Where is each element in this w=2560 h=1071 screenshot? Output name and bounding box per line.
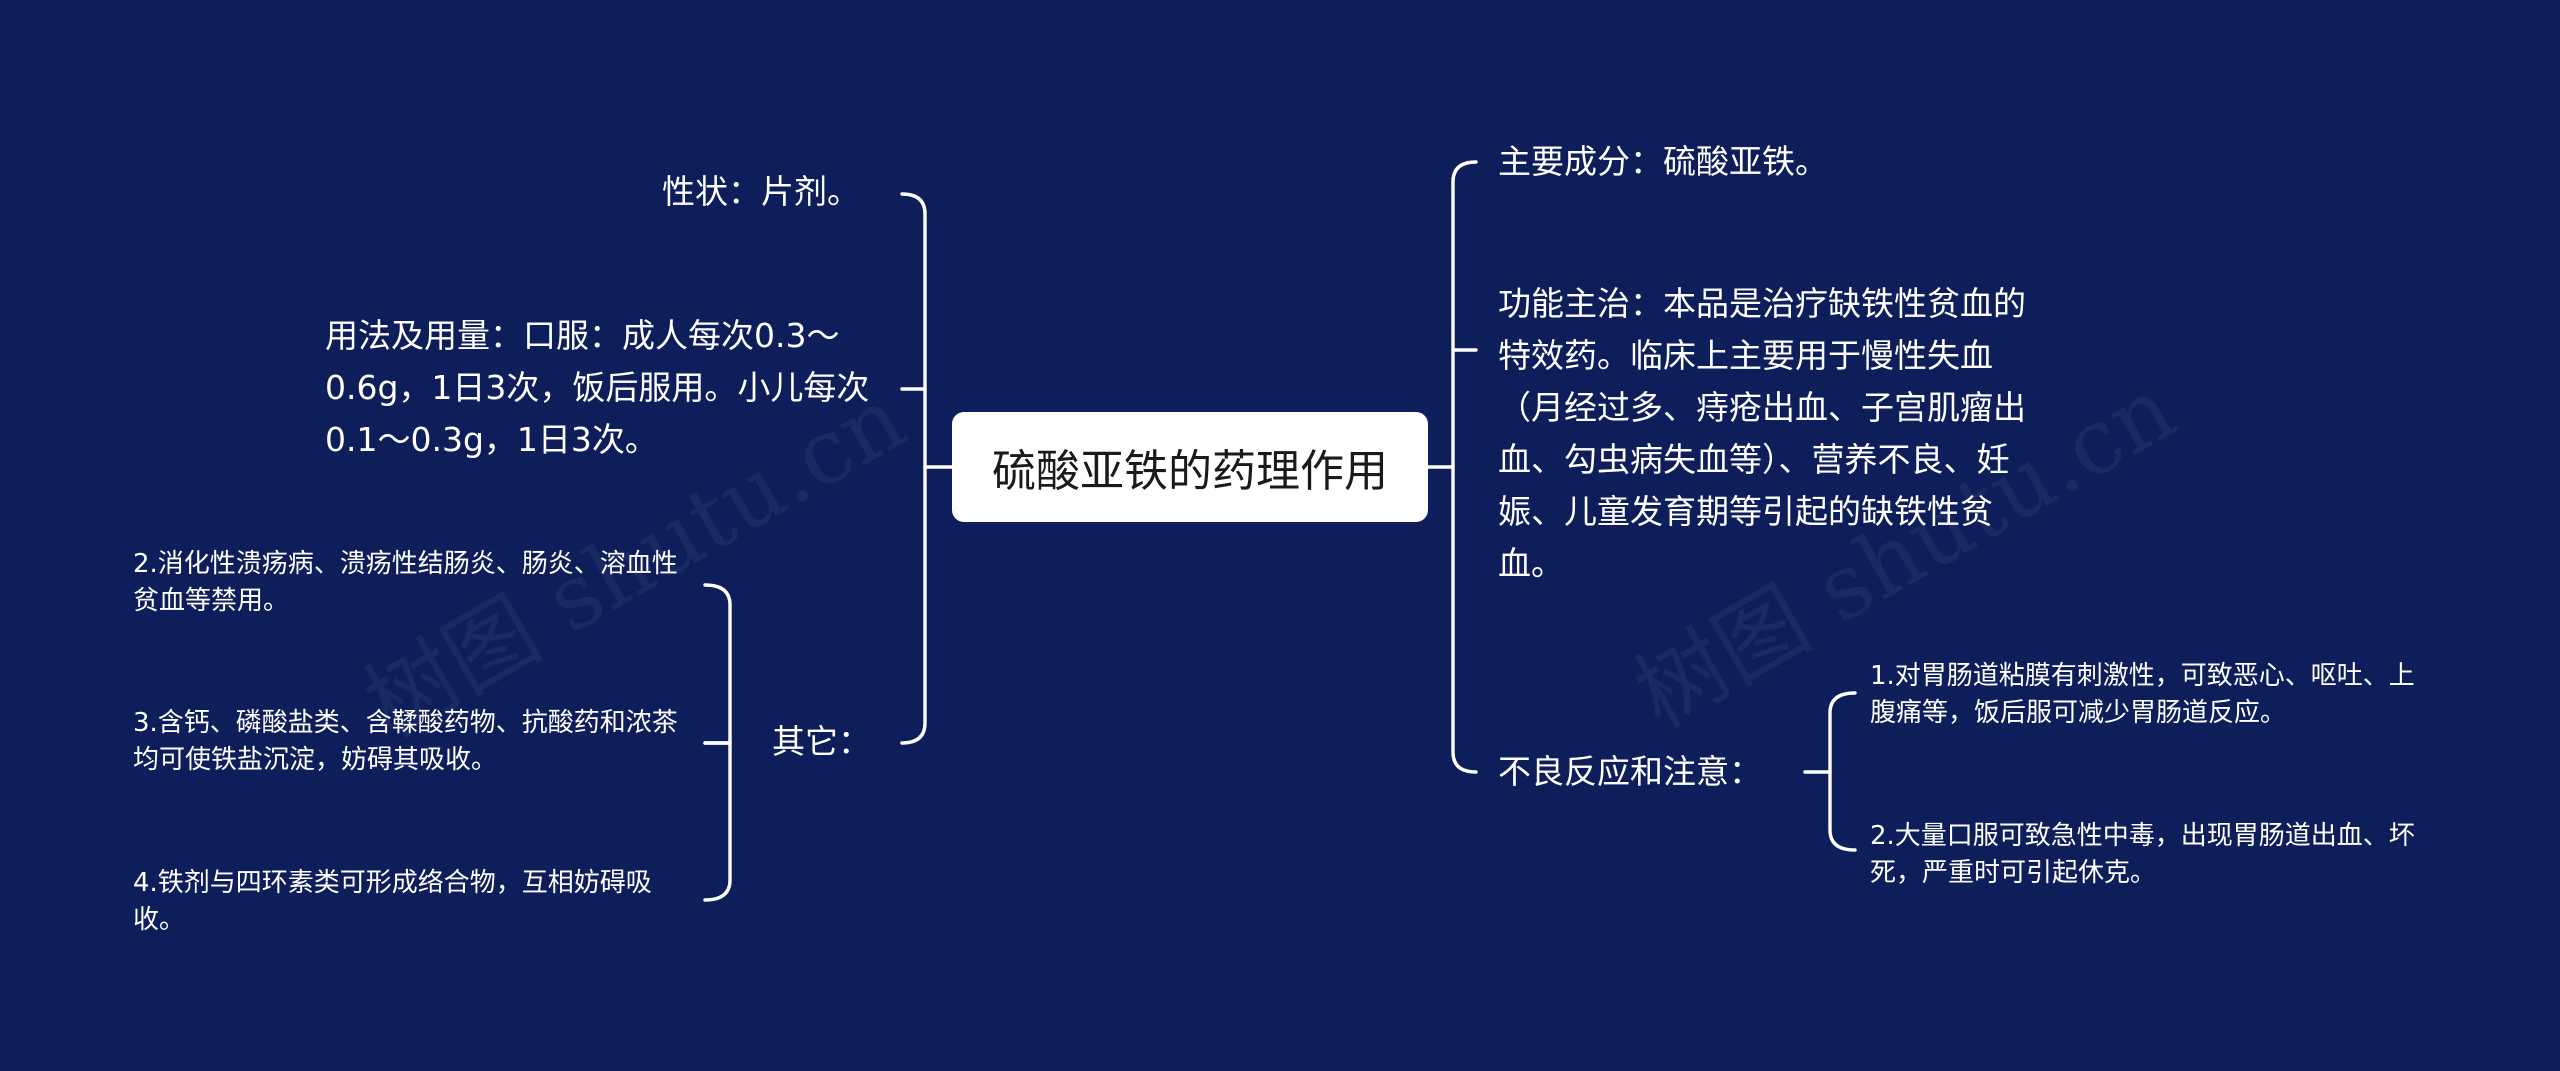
- root-label: 硫酸亚铁的药理作用: [992, 446, 1388, 497]
- other-label: 其它：: [772, 722, 871, 761]
- appearance-text: 性状：片剂。: [662, 172, 860, 211]
- other-item-2[interactable]: 3.含钙、磷酸盐类、含鞣酸药物、抗酸药和浓茶均可使铁盐沉淀，妨碍其吸收。: [133, 705, 693, 779]
- node-appearance[interactable]: 性状：片剂。: [560, 166, 860, 218]
- adverse-item-2-text: 2.大量口服可致急性中毒，出现胃肠道出血、坏死，严重时可引起休克。: [1870, 821, 2415, 888]
- connector-right-bracket: [1451, 160, 1478, 774]
- indication-text: 功能主治：本品是治疗缺铁性贫血的特效药。临床上主要用于慢性失血（月经过多、痔疮出…: [1498, 284, 2026, 583]
- node-dosage[interactable]: 用法及用量：口服：成人每次0.3～0.6g，1日3次，饭后服用。小儿每次0.1～…: [325, 310, 875, 466]
- adverse-item-1-text: 1.对胃肠道粘膜有刺激性，可致恶心、呕吐、上腹痛等，饭后服可减少胃肠道反应。: [1870, 661, 2415, 728]
- adverse-item-1[interactable]: 1.对胃肠道粘膜有刺激性，可致恶心、呕吐、上腹痛等，饭后服可减少胃肠道反应。: [1870, 658, 2430, 732]
- ingredient-text: 主要成分：硫酸亚铁。: [1498, 142, 1828, 181]
- connector-adverse-bracket: [1828, 691, 1857, 852]
- other-item-3[interactable]: 4.铁剂与四环素类可形成络合物，互相妨碍吸收。: [133, 865, 693, 939]
- adverse-item-2[interactable]: 2.大量口服可致急性中毒，出现胃肠道出血、坏死，严重时可引起休克。: [1870, 818, 2430, 892]
- node-other[interactable]: 其它：: [772, 716, 892, 768]
- node-ingredient[interactable]: 主要成分：硫酸亚铁。: [1498, 136, 2018, 188]
- node-indication[interactable]: 功能主治：本品是治疗缺铁性贫血的特效药。临床上主要用于慢性失血（月经过多、痔疮出…: [1498, 278, 2048, 590]
- connector-left-bracket: [900, 192, 927, 745]
- other-item-1[interactable]: 2.消化性溃疡病、溃疡性结肠炎、肠炎、溶血性贫血等禁用。: [133, 546, 693, 620]
- adverse-label: 不良反应和注意：: [1498, 752, 1762, 791]
- other-item-3-text: 4.铁剂与四环素类可形成络合物，互相妨碍吸收。: [133, 868, 652, 935]
- other-item-1-text: 2.消化性溃疡病、溃疡性结肠炎、肠炎、溶血性贫血等禁用。: [133, 549, 678, 616]
- dosage-text: 用法及用量：口服：成人每次0.3～0.6g，1日3次，饭后服用。小儿每次0.1～…: [325, 316, 870, 459]
- node-adverse[interactable]: 不良反应和注意：: [1498, 746, 1798, 798]
- other-item-2-text: 3.含钙、磷酸盐类、含鞣酸药物、抗酸药和浓茶均可使铁盐沉淀，妨碍其吸收。: [133, 708, 678, 775]
- root-node[interactable]: 硫酸亚铁的药理作用: [952, 412, 1428, 522]
